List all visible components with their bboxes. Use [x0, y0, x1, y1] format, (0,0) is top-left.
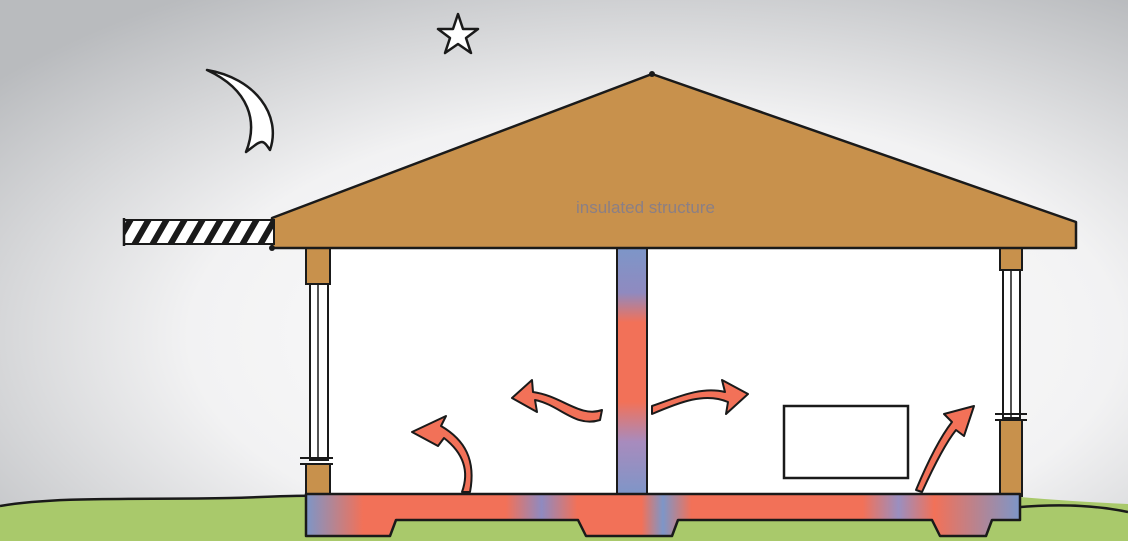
right-wall-bottom — [999, 419, 1023, 497]
heat-arrow-left-rising — [411, 415, 473, 493]
left-wall-window — [309, 283, 329, 461]
ground-line — [0, 494, 1128, 514]
moon-icon — [205, 68, 275, 154]
interior-space — [310, 246, 1020, 496]
left-wall-bottom — [305, 463, 331, 497]
thermal-mass-column — [616, 247, 648, 497]
window-box — [782, 404, 910, 480]
heat-arrow-right-rising — [915, 405, 975, 493]
heat-arrow-left-out — [511, 379, 603, 423]
eave-insulation — [123, 219, 275, 245]
thermal-mass-slab — [304, 492, 1022, 538]
left-wall-top — [305, 245, 331, 285]
right-wall-top — [999, 245, 1023, 271]
star-icon — [436, 12, 480, 55]
heat-arrow-right-out — [651, 379, 749, 415]
